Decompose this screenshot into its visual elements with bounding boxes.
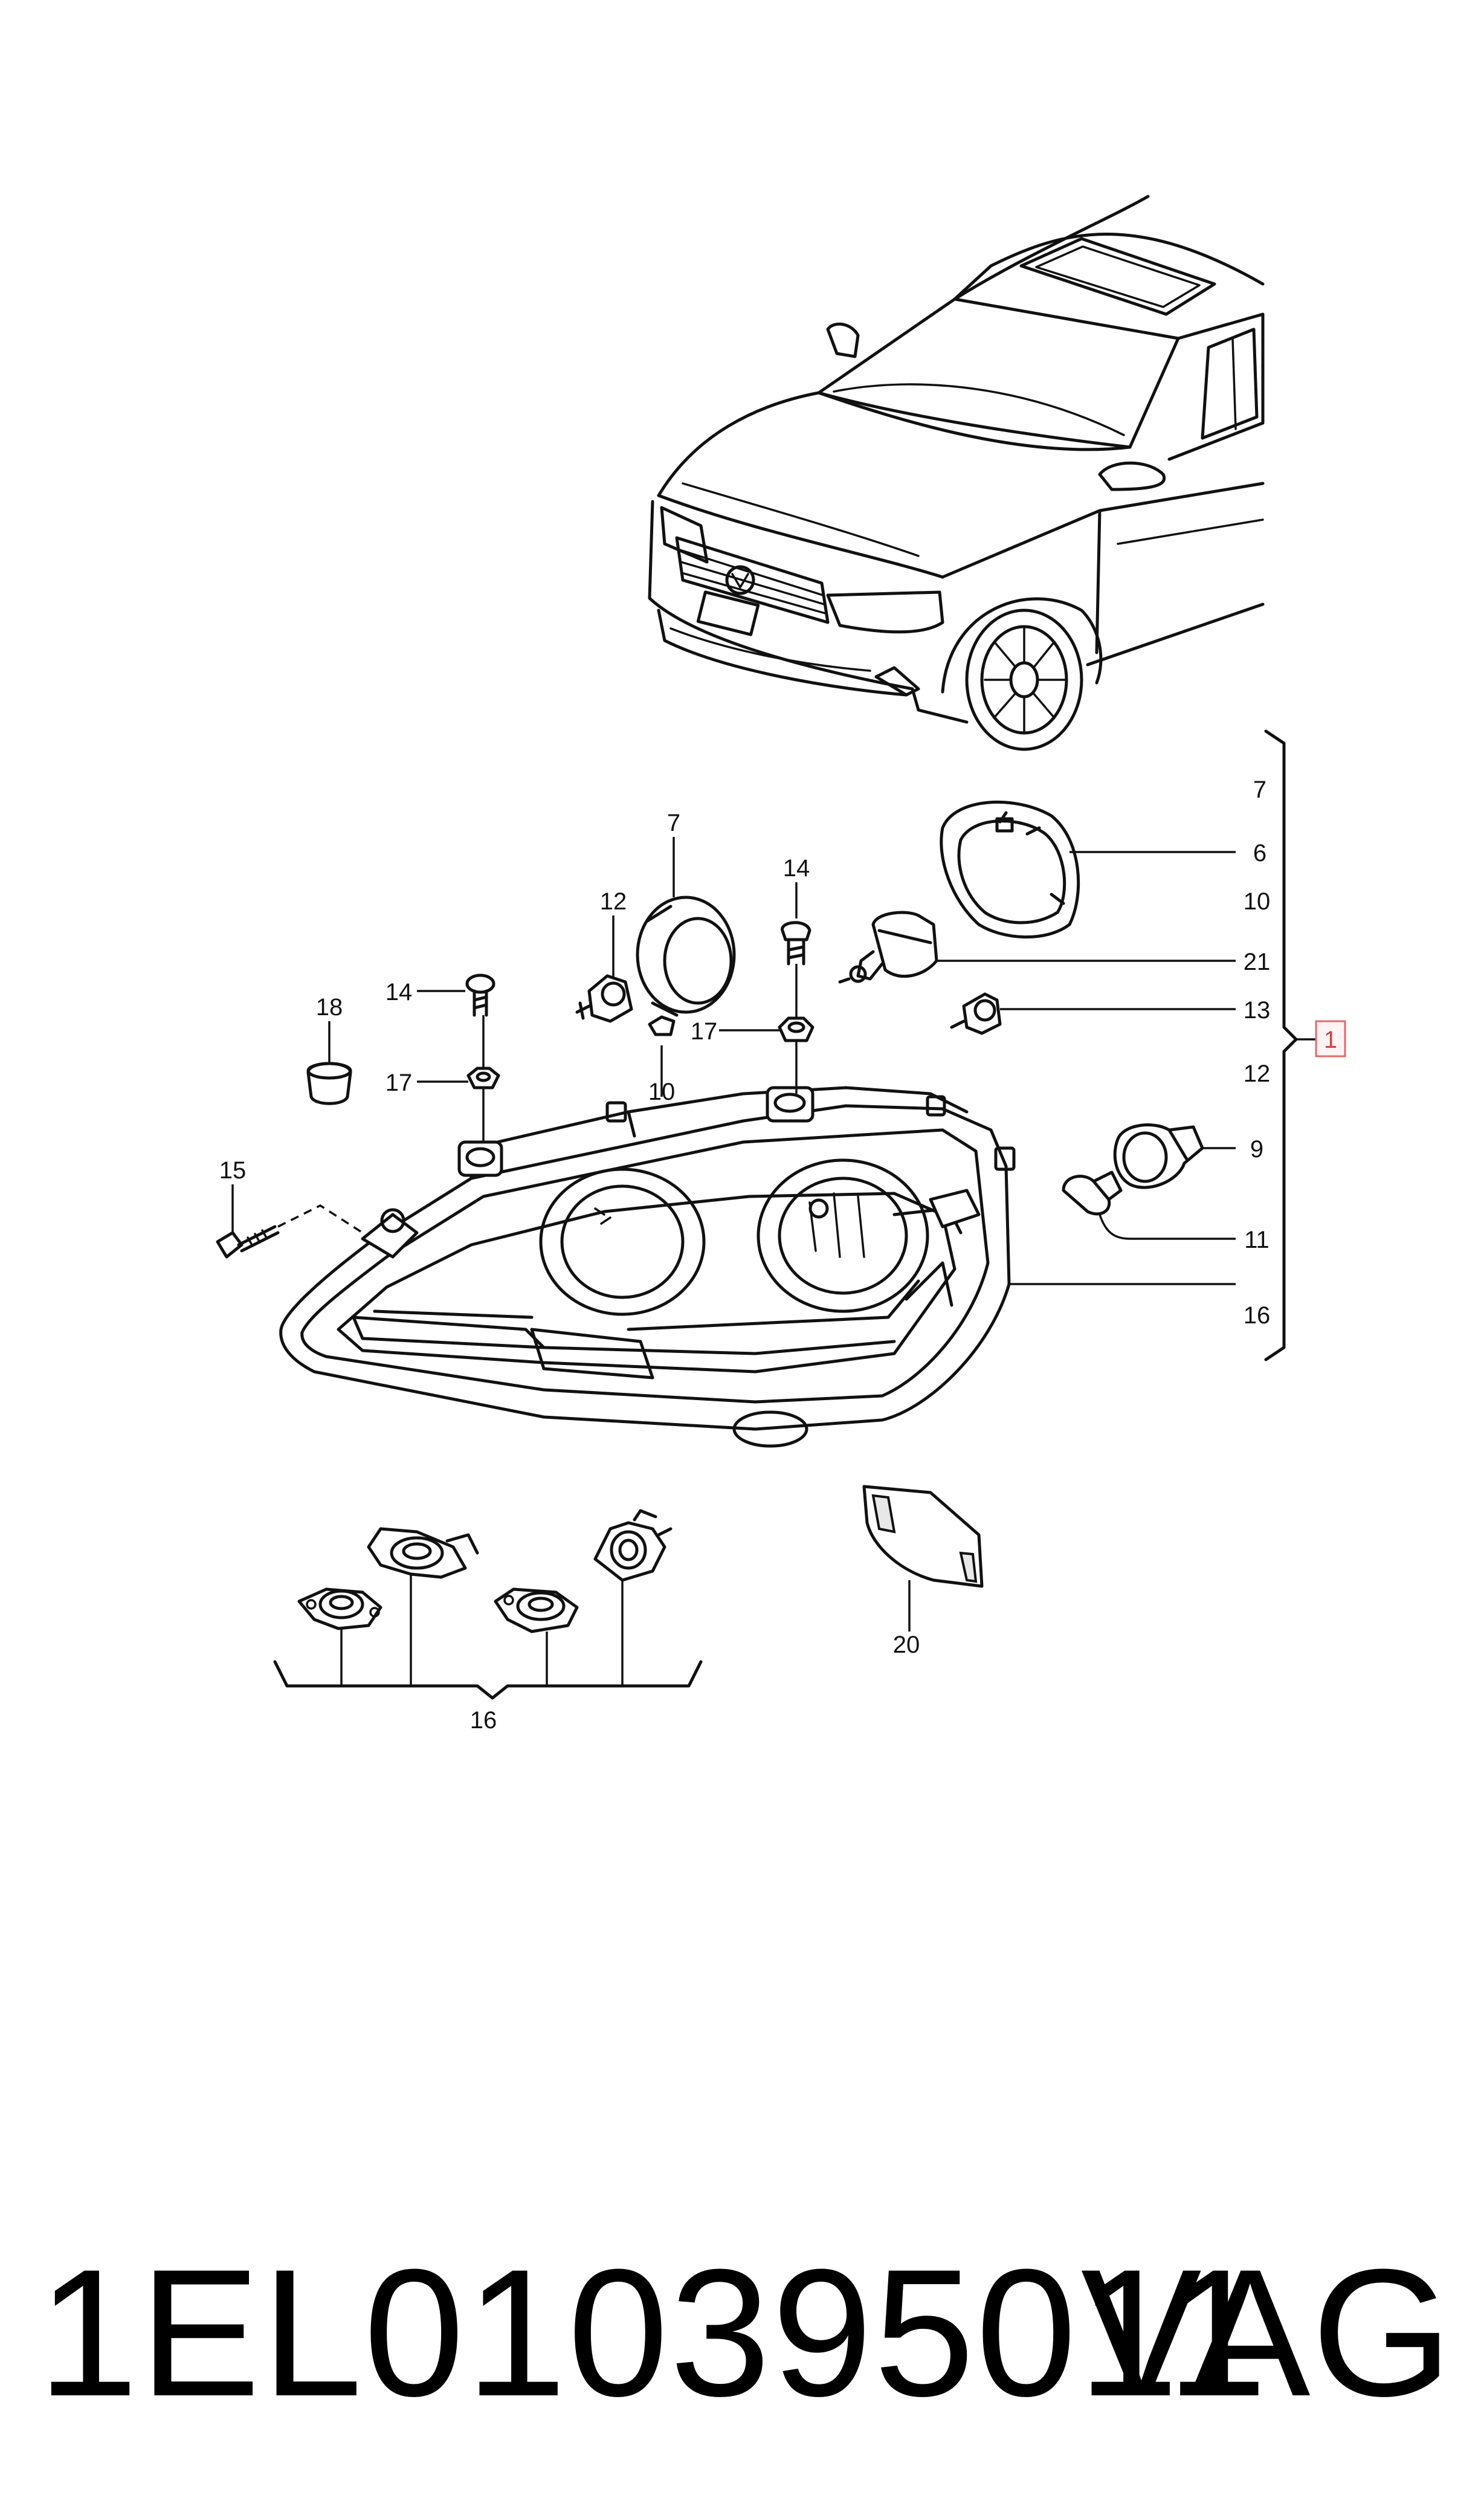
label-20: 20	[893, 1632, 920, 1658]
label-7-left: 7	[667, 810, 680, 836]
label-15: 15	[219, 1157, 247, 1184]
label-21: 21	[1244, 949, 1271, 975]
label-14-middle: 14	[783, 855, 810, 882]
bulb-11	[1062, 1170, 1123, 1216]
part-number: 1EL010395011	[37, 2231, 1269, 2434]
label-18: 18	[316, 994, 343, 1021]
label-14-left: 14	[386, 979, 413, 1006]
nut-17-left	[466, 1067, 500, 1090]
assembly-callout[interactable]: 1	[1296, 1020, 1346, 1057]
label-16-bottom: 16	[470, 1707, 497, 1734]
leader-lines	[231, 837, 1236, 1686]
clip-10-left	[648, 1015, 676, 1036]
plug-18	[306, 1062, 352, 1105]
label-9: 9	[1250, 1136, 1263, 1163]
nut-17-middle	[778, 1016, 815, 1042]
label-10-right: 10	[1244, 888, 1271, 915]
lens-cover-20	[862, 1485, 984, 1588]
footer: 1EL010395011 VAG	[0, 2236, 1484, 2429]
rubber-cap-7	[636, 896, 736, 1017]
cover-cap-6	[940, 801, 1080, 939]
label-10-left: 10	[648, 1079, 676, 1105]
label-12-left: 12	[600, 888, 627, 915]
socket-9	[1113, 1123, 1204, 1189]
brand-name: VAG	[1080, 2231, 1454, 2434]
bottom-brace	[273, 1660, 703, 1700]
label-7-right: 7	[1253, 776, 1266, 803]
label-11: 11	[1244, 1227, 1269, 1253]
bulb-12-left	[575, 974, 633, 1023]
bulb-21	[838, 911, 938, 984]
headlight-assembly	[279, 1086, 1016, 1448]
car-illustration	[648, 195, 1265, 751]
label-17-middle: 17	[691, 1018, 718, 1045]
label-17-left: 17	[386, 1070, 413, 1096]
label-6: 6	[1253, 840, 1266, 867]
screw-14-middle	[781, 921, 811, 966]
callout-1: 1	[1324, 1027, 1337, 1053]
bulb-13-right	[950, 992, 1002, 1035]
part-labels: 7 12 14 17 18 15 10 14 17 7 6 10 21 13 1…	[219, 776, 1271, 1734]
bolt-15	[216, 1225, 280, 1259]
label-16-right: 16	[1244, 1302, 1271, 1329]
bracket-group-16	[297, 1509, 673, 1633]
screw-14-left	[465, 973, 495, 1017]
label-12-right: 12	[1244, 1060, 1271, 1087]
right-brace	[1264, 729, 1298, 1361]
label-13: 13	[1244, 997, 1271, 1024]
